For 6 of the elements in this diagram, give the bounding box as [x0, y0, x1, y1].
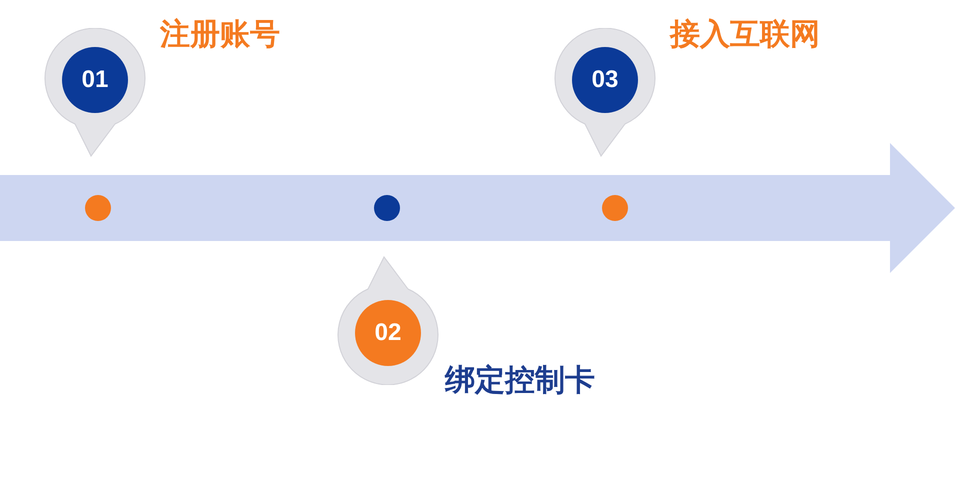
step-title: 注册账号 [160, 16, 280, 54]
step-title: 接入互联网 [670, 16, 820, 54]
callout-bubble [553, 28, 657, 158]
step-title: 绑定控制卡 [445, 362, 595, 400]
callout-bubble [336, 255, 440, 385]
callout-bubble [43, 28, 147, 158]
